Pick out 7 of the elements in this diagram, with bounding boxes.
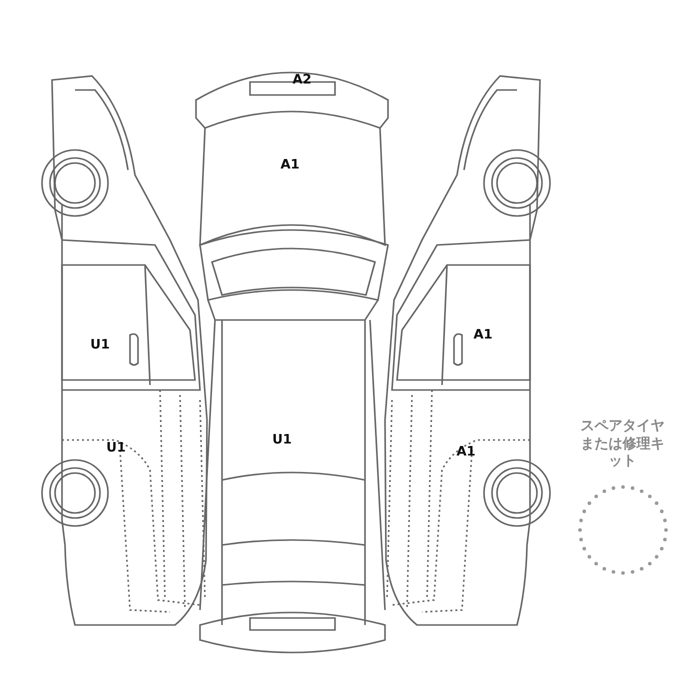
damage-code: U1: [272, 432, 292, 448]
damage-code: U1: [106, 440, 126, 456]
spare-tire-label: スペアタイヤまたは修理キット: [579, 418, 666, 470]
damage-code: A1: [280, 158, 300, 172]
damage-code: A1: [456, 444, 476, 460]
damage-code: A1: [473, 328, 493, 342]
damage-code: U1: [90, 338, 110, 352]
